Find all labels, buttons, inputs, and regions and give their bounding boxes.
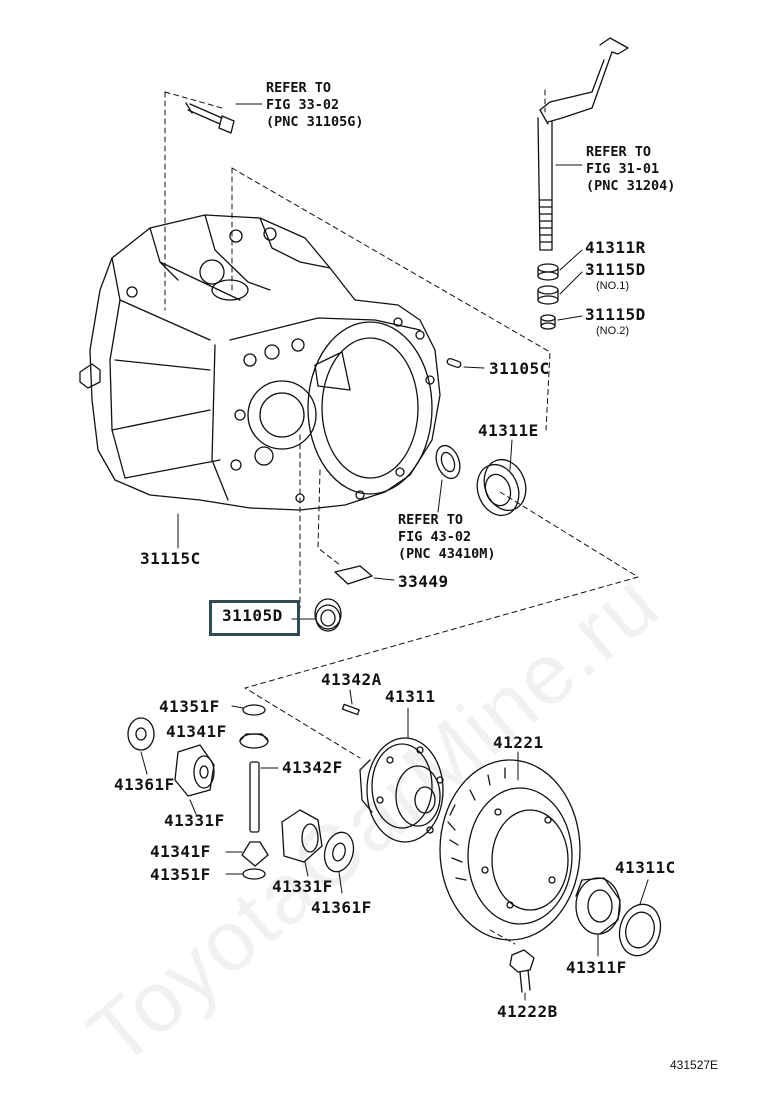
highlight-frame bbox=[209, 600, 300, 636]
part-41311r[interactable]: 41311R bbox=[585, 238, 646, 257]
part-41222b[interactable]: 41222B bbox=[497, 1002, 558, 1021]
assembly-outline bbox=[164, 89, 639, 945]
plate-33449-drawing bbox=[334, 565, 395, 585]
part-41342a[interactable]: 41342A bbox=[321, 670, 382, 689]
part-41342f[interactable]: 41342F bbox=[282, 758, 343, 777]
side-bearing-drawing bbox=[575, 877, 662, 957]
refer-fig-31-01[interactable]: REFER TO FIG 31-01 (PNC 31204) bbox=[586, 144, 676, 194]
part-31115d-no2[interactable]: 31115D bbox=[585, 305, 646, 324]
part-41351f-bottom[interactable]: 41351F bbox=[150, 865, 211, 884]
ring-gear-drawing bbox=[439, 751, 581, 941]
part-31115c[interactable]: 31115C bbox=[140, 549, 201, 568]
part-33449[interactable]: 33449 bbox=[398, 572, 449, 591]
part-41221[interactable]: 41221 bbox=[493, 733, 544, 752]
bushings-drawing bbox=[537, 249, 583, 330]
oil-seal-31105d-drawing bbox=[291, 598, 342, 632]
part-41341f-top[interactable]: 41341F bbox=[166, 722, 227, 741]
differential-gears-drawing bbox=[127, 689, 360, 894]
part-41311e[interactable]: 41311E bbox=[478, 421, 539, 440]
part-41361f-left[interactable]: 41361F bbox=[114, 775, 175, 794]
part-41311[interactable]: 41311 bbox=[385, 687, 436, 706]
shift-lever-drawing bbox=[537, 37, 629, 251]
part-31115d-no2-note: (NO.2) bbox=[596, 325, 629, 337]
differential-case-drawing bbox=[359, 707, 444, 843]
part-41351f-top[interactable]: 41351F bbox=[159, 697, 220, 716]
bolt-31105g-drawing bbox=[185, 102, 263, 134]
part-41341f-bottom[interactable]: 41341F bbox=[150, 842, 211, 861]
part-41311f[interactable]: 41311F bbox=[566, 958, 627, 977]
bearing-41311e-drawing bbox=[435, 439, 527, 517]
part-41331f-left[interactable]: 41331F bbox=[164, 811, 225, 830]
transaxle-case-drawing bbox=[79, 214, 441, 549]
part-31115d-no1-note: (NO.1) bbox=[596, 280, 629, 292]
part-31105c[interactable]: 31105C bbox=[489, 359, 550, 378]
bolt-41222b-drawing bbox=[509, 949, 535, 1001]
part-31105d[interactable]: 31105D bbox=[222, 606, 283, 625]
figure-id: 431527E bbox=[670, 1058, 719, 1072]
refer-fig-43-02[interactable]: REFER TO FIG 43-02 (PNC 43410M) bbox=[398, 512, 496, 562]
part-31115d-no1[interactable]: 31115D bbox=[585, 260, 646, 279]
part-41311c[interactable]: 41311C bbox=[615, 858, 676, 877]
pin-31105c-drawing bbox=[446, 357, 485, 369]
refer-fig-33-02[interactable]: REFER TO FIG 33-02 (PNC 31105G) bbox=[266, 80, 364, 130]
part-41331f-mid[interactable]: 41331F bbox=[272, 877, 333, 896]
part-41361f-mid[interactable]: 41361F bbox=[311, 898, 372, 917]
